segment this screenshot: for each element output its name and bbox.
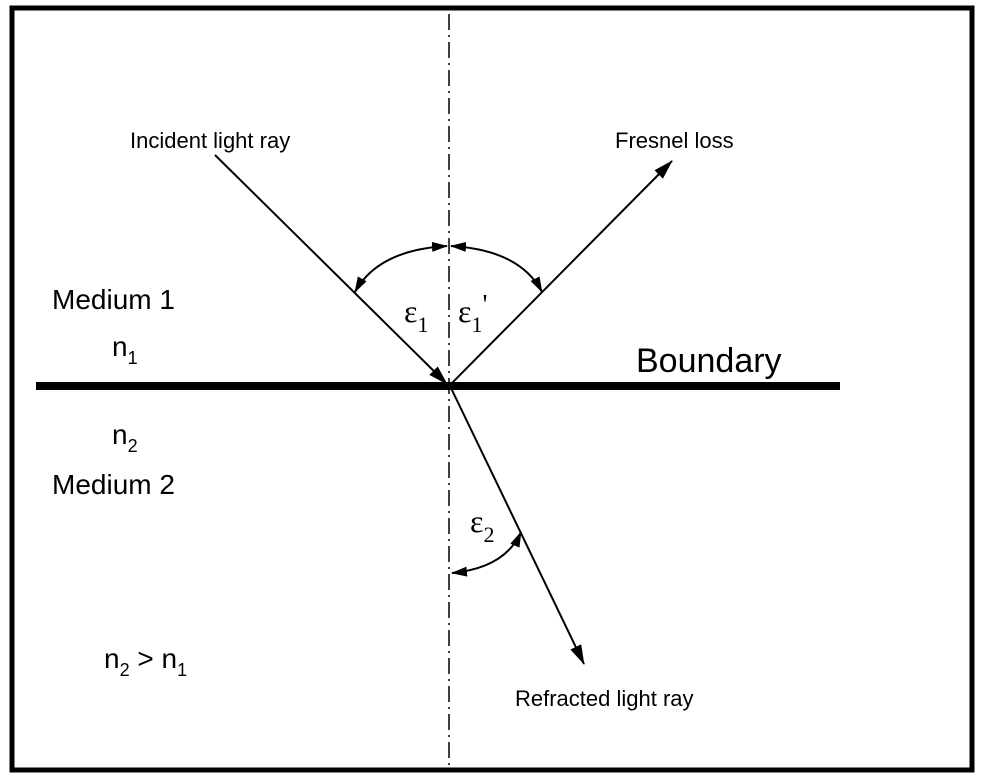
angle-arc-epsilon1-prime bbox=[450, 241, 543, 293]
refracted-ray-label: Refracted light ray bbox=[515, 686, 694, 711]
medium1-label: Medium 1 bbox=[52, 284, 175, 315]
incident-ray bbox=[214, 154, 448, 385]
epsilon2-label: ε2 bbox=[470, 503, 494, 547]
boundary-label: Boundary bbox=[636, 342, 782, 380]
n1-label: n1 bbox=[112, 331, 138, 368]
index-condition-label: n2 > n1 bbox=[104, 643, 187, 680]
refracted-ray bbox=[450, 387, 585, 665]
medium2-label: Medium 2 bbox=[52, 469, 175, 500]
epsilon1-prime-label: ε1' bbox=[458, 290, 487, 337]
angle-arc-epsilon2 bbox=[451, 531, 522, 577]
n2-label: n2 bbox=[112, 419, 138, 456]
fresnel-ray bbox=[450, 160, 673, 385]
angle-arc-epsilon1 bbox=[354, 241, 448, 293]
diagram-frame bbox=[9, 5, 975, 773]
epsilon1-label: ε1 bbox=[404, 293, 428, 337]
fresnel-loss-label: Fresnel loss bbox=[615, 128, 734, 153]
incident-ray-label: Incident light ray bbox=[130, 128, 290, 153]
